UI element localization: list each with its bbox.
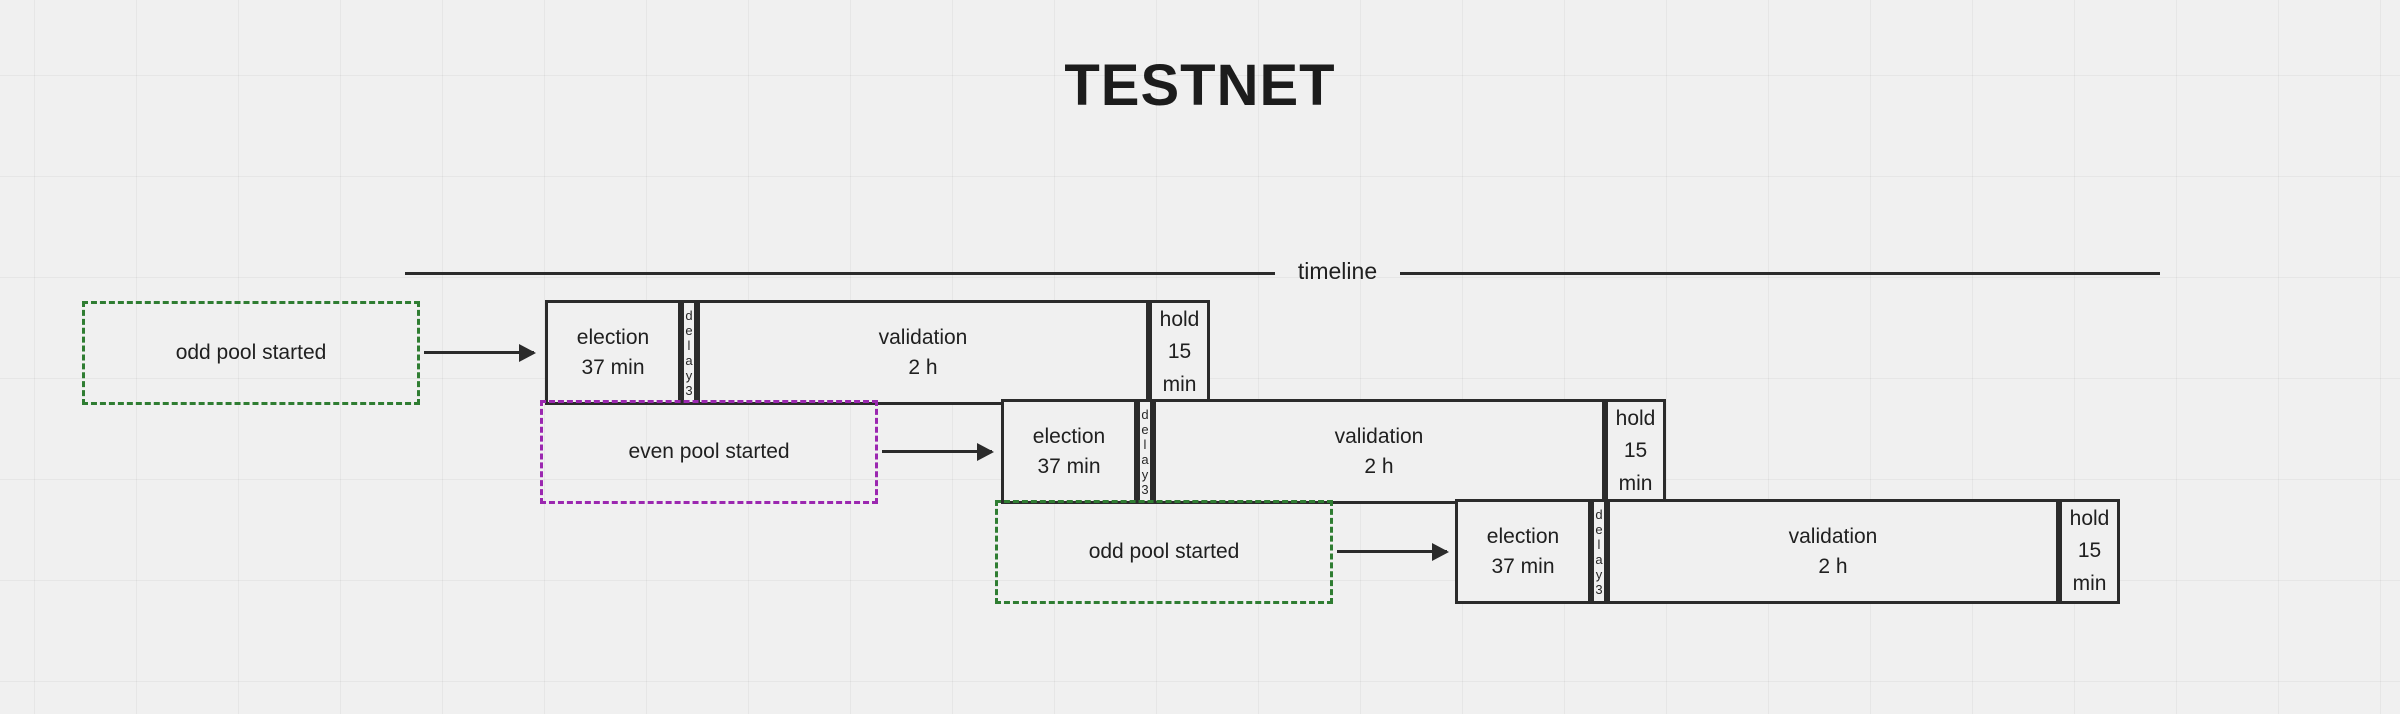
timeline-label: timeline: [1297, 258, 1378, 284]
phase-duration-value: 15: [1167, 340, 1192, 364]
phase-name: validation: [878, 325, 968, 349]
phase-duration-unit: min: [1162, 372, 1197, 396]
phase-validation-1[interactable]: validation 2 h: [697, 300, 1149, 405]
arrow-note-to-election-2: [882, 442, 994, 461]
note-label: even pool started: [628, 440, 790, 463]
phase-hold-1[interactable]: hold 15 min: [1149, 300, 1210, 405]
phase-delay-2[interactable]: delay 3 min: [1137, 399, 1153, 504]
timeline-axis-left: [405, 272, 1275, 275]
phase-delay-text: delay 3 min: [1140, 407, 1150, 501]
phase-name: validation: [1334, 424, 1424, 448]
phase-name: hold: [2069, 506, 2110, 530]
note-label: odd pool started: [1088, 540, 1240, 563]
phase-delay-text: delay 3 min: [1594, 507, 1604, 601]
phase-duration: 2 h: [1818, 554, 1848, 578]
phase-duration-unit: min: [1618, 471, 1653, 495]
phase-name: hold: [1615, 406, 1656, 430]
phase-duration: 2 h: [1364, 454, 1394, 478]
phase-election-2[interactable]: election 37 min: [1001, 399, 1137, 504]
arrow-note-to-election-1: [424, 343, 536, 362]
phase-name: hold: [1159, 307, 1200, 331]
note-even-pool-started-2[interactable]: even pool started: [540, 400, 878, 504]
phase-name: validation: [1788, 524, 1878, 548]
phase-validation-3[interactable]: validation 2 h: [1607, 499, 2059, 604]
phase-duration: 37 min: [581, 355, 645, 379]
phase-duration: 2 h: [908, 355, 938, 379]
note-odd-pool-started-3[interactable]: odd pool started: [995, 500, 1333, 604]
phase-delay-text: delay 3 min: [684, 308, 694, 402]
phase-election-3[interactable]: election 37 min: [1455, 499, 1591, 604]
phase-duration: 37 min: [1491, 554, 1555, 578]
note-odd-pool-started-1[interactable]: odd pool started: [82, 301, 420, 405]
note-label: odd pool started: [175, 341, 327, 364]
phase-duration-value: 15: [1623, 439, 1648, 463]
phase-delay-1[interactable]: delay 3 min: [681, 300, 697, 405]
phase-hold-2[interactable]: hold 15 min: [1605, 399, 1666, 504]
phase-name: election: [1032, 424, 1106, 448]
timeline-axis-right: [1400, 272, 2160, 275]
phase-duration-value: 15: [2077, 539, 2102, 563]
phase-duration-unit: min: [2072, 571, 2107, 595]
phase-hold-3[interactable]: hold 15 min: [2059, 499, 2120, 604]
phase-duration: 37 min: [1037, 454, 1101, 478]
phase-election-1[interactable]: election 37 min: [545, 300, 681, 405]
page-title: TESTNET: [1064, 53, 1336, 118]
phase-delay-3[interactable]: delay 3 min: [1591, 499, 1607, 604]
phase-name: election: [1486, 524, 1560, 548]
arrow-note-to-election-3: [1337, 542, 1449, 561]
phase-name: election: [576, 325, 650, 349]
phase-validation-2[interactable]: validation 2 h: [1153, 399, 1605, 504]
